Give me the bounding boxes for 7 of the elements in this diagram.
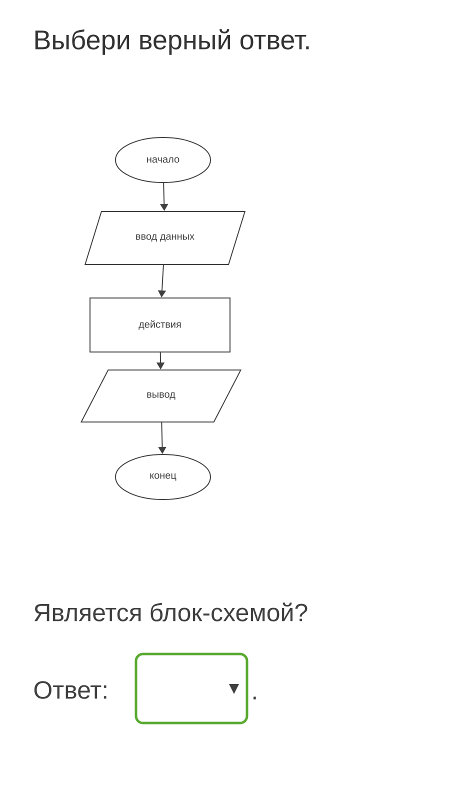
- process-box: действия: [90, 298, 230, 352]
- question-text: Является блок-схемой?: [34, 602, 308, 622]
- period: .: [254, 696, 256, 700]
- answer-label: Ответ:: [34, 681, 106, 699]
- terminal-oval: начало: [115, 137, 211, 183]
- terminal-oval: конец: [115, 454, 211, 500]
- title: Выбери верный ответ.: [35, 29, 309, 55]
